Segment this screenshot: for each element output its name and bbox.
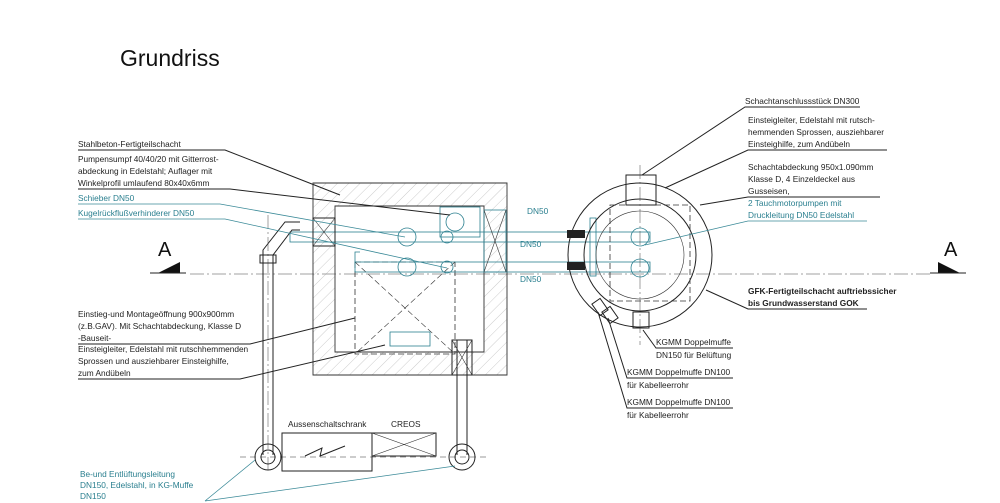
svg-text:(z.B.GAV). Mit Schachtabdeckun: (z.B.GAV). Mit Schachtabdeckung, Klasse …	[78, 321, 241, 331]
svg-text:Klasse D, 4 Einzeldeckel aus: Klasse D, 4 Einzeldeckel aus	[748, 174, 855, 184]
svg-text:für Kabelleerrohr: für Kabelleerrohr	[627, 380, 689, 390]
pressure-pipes	[289, 209, 651, 277]
creos-box	[371, 432, 437, 457]
label-pumpen: 2 Tauchmotorpumpen mit Druckleitung DN50…	[644, 198, 867, 246]
svg-text:Einstieg-und Montageöffnung 9: Einstieg-und Montageöffnung 900x900mm	[78, 309, 234, 319]
svg-text:für Kabelleerrohr: für Kabelleerrohr	[627, 410, 689, 420]
svg-text:DN150 für Belüftung: DN150 für Belüftung	[656, 350, 732, 360]
label-lueftung: Be-und Entlüftungsleitung DN150, Edelsta…	[80, 459, 456, 502]
gfk-shaft	[567, 165, 713, 345]
svg-text:Einsteigleiter, Edelstahl mit: Einsteigleiter, Edelstahl mit rutschhemm…	[78, 344, 249, 354]
pump-sump	[439, 206, 481, 238]
svg-text:Einsteighilfe, zum Andübeln: Einsteighilfe, zum Andübeln	[748, 139, 850, 149]
svg-text:Druckleitung DN50 Edelstahl: Druckleitung DN50 Edelstahl	[748, 210, 854, 220]
section-mark-left: A	[150, 239, 186, 274]
gate-valve-2	[397, 257, 417, 277]
label-muffe-dn150: KGMM Doppelmuffe DN150 für Belüftung	[642, 329, 733, 360]
svg-text:-Bauseit-: -Bauseit-	[78, 333, 111, 343]
connector-dn300	[625, 174, 657, 206]
check-valve-1	[440, 230, 454, 244]
pipe-label-dn50-1: DN50	[527, 206, 549, 216]
svg-text:2 Tauchmotorpumpen mit: 2 Tauchmotorpumpen mit	[748, 198, 842, 208]
label-einsteigleiter-right: Einsteigleiter, Edelstahl mit rutsch- he…	[664, 115, 887, 189]
svg-text:hemmenden Sprossen, ausziehbar: hemmenden Sprossen, ausziehbarer	[748, 127, 884, 137]
concrete-shaft	[312, 182, 508, 376]
muffe-dn150	[632, 311, 650, 329]
svg-text:KGMM Doppelmuffe DN100: KGMM Doppelmuffe DN100	[627, 397, 731, 407]
page-title: Grundriss	[120, 45, 220, 71]
svg-text:Winkelprofil umlaufend 80x40x6: Winkelprofil umlaufend 80x40x6mm	[78, 178, 210, 188]
svg-text:abdeckung in Edelstahl; Auflag: abdeckung in Edelstahl; Auflager mit	[78, 166, 213, 176]
label-kugel: Kugelrückflußverhinderer DN50	[78, 208, 448, 269]
svg-text:Schachtanschlussstück DN300: Schachtanschlussstück DN300	[745, 96, 860, 106]
label-einsteigleiter-left: Einsteigleiter, Edelstahl mit rutschhemm…	[78, 344, 386, 380]
label-gfk: GFK-Fertigteilschacht auftriebssicher bi…	[705, 286, 897, 310]
svg-text:Gusseisen,: Gusseisen,	[748, 186, 790, 196]
svg-text:Sprossen und ausziehbarer Eins: Sprossen und ausziehbarer Einsteighilfe,	[78, 356, 229, 366]
pipe-label-dn50-2: DN50	[520, 239, 542, 249]
svg-text:Schieber DN50: Schieber DN50	[78, 193, 135, 203]
svg-text:Kugelrückflußverhinderer DN50: Kugelrückflußverhinderer DN50	[78, 208, 195, 218]
svg-text:Einsteigleiter, Edelstahl mit: Einsteigleiter, Edelstahl mit rutsch-	[748, 115, 875, 125]
label-einstieg: Einstieg-und Montageöffnung 900x900mm (z…	[78, 309, 356, 345]
pipe-label-dn50-3: DN50	[520, 274, 542, 284]
creos-label: CREOS	[391, 419, 421, 429]
svg-text:DN150, Edelstahl, in KG-Muffe: DN150, Edelstahl, in KG-Muffe	[80, 480, 194, 490]
label-abdeckung: Schachtabdeckung 950x1.090mm Klasse D, 4…	[699, 162, 880, 206]
label-muffe-dn100-a: KGMM Doppelmuffe DN100 für Kabelleerrohr	[607, 317, 733, 390]
ladder	[389, 331, 431, 347]
svg-text:Be-und Entlüftungsleitung: Be-und Entlüftungsleitung	[80, 469, 175, 479]
vent-pipes	[240, 215, 490, 471]
label-pumpensumpf: Pumpensumpf 40/40/20 mit Gitterrost- abd…	[78, 154, 451, 216]
svg-text:Pumpensumpf 40/40/20 mit Gitte: Pumpensumpf 40/40/20 mit Gitterrost-	[78, 154, 219, 164]
label-schieber: Schieber DN50	[78, 193, 406, 238]
svg-text:KGMM Doppelmuffe DN100: KGMM Doppelmuffe DN100	[627, 367, 731, 377]
svg-text:bis Grundwasserstand GOK: bis Grundwasserstand GOK	[748, 298, 859, 308]
svg-text:A: A	[944, 239, 958, 261]
outdoor-cabinet	[281, 432, 437, 472]
svg-text:zum Andübeln: zum Andübeln	[78, 368, 131, 378]
section-mark-right: A	[930, 239, 966, 274]
gate-valve-1	[397, 227, 417, 247]
svg-text:GFK-Fertigteilschacht auftrieb: GFK-Fertigteilschacht auftriebssicher	[748, 286, 897, 296]
svg-text:Stahlbeton-Fertigteilschacht: Stahlbeton-Fertigteilschacht	[78, 139, 182, 149]
label-muffe-dn100-b: KGMM Doppelmuffe DN100 für Kabelleerrohr	[597, 311, 733, 420]
cabinet-label: Aussenschaltschrank	[288, 419, 367, 429]
svg-text:DN150: DN150	[80, 491, 106, 501]
label-stahlbeton: Stahlbeton-Fertigteilschacht	[78, 139, 341, 196]
label-anschluss: Schachtanschlussstück DN300	[641, 96, 860, 176]
svg-text:KGMM Doppelmuffe: KGMM Doppelmuffe	[656, 337, 731, 347]
svg-text:A: A	[158, 239, 172, 261]
svg-text:Schachtabdeckung 950x1.090mm: Schachtabdeckung 950x1.090mm	[748, 162, 874, 172]
